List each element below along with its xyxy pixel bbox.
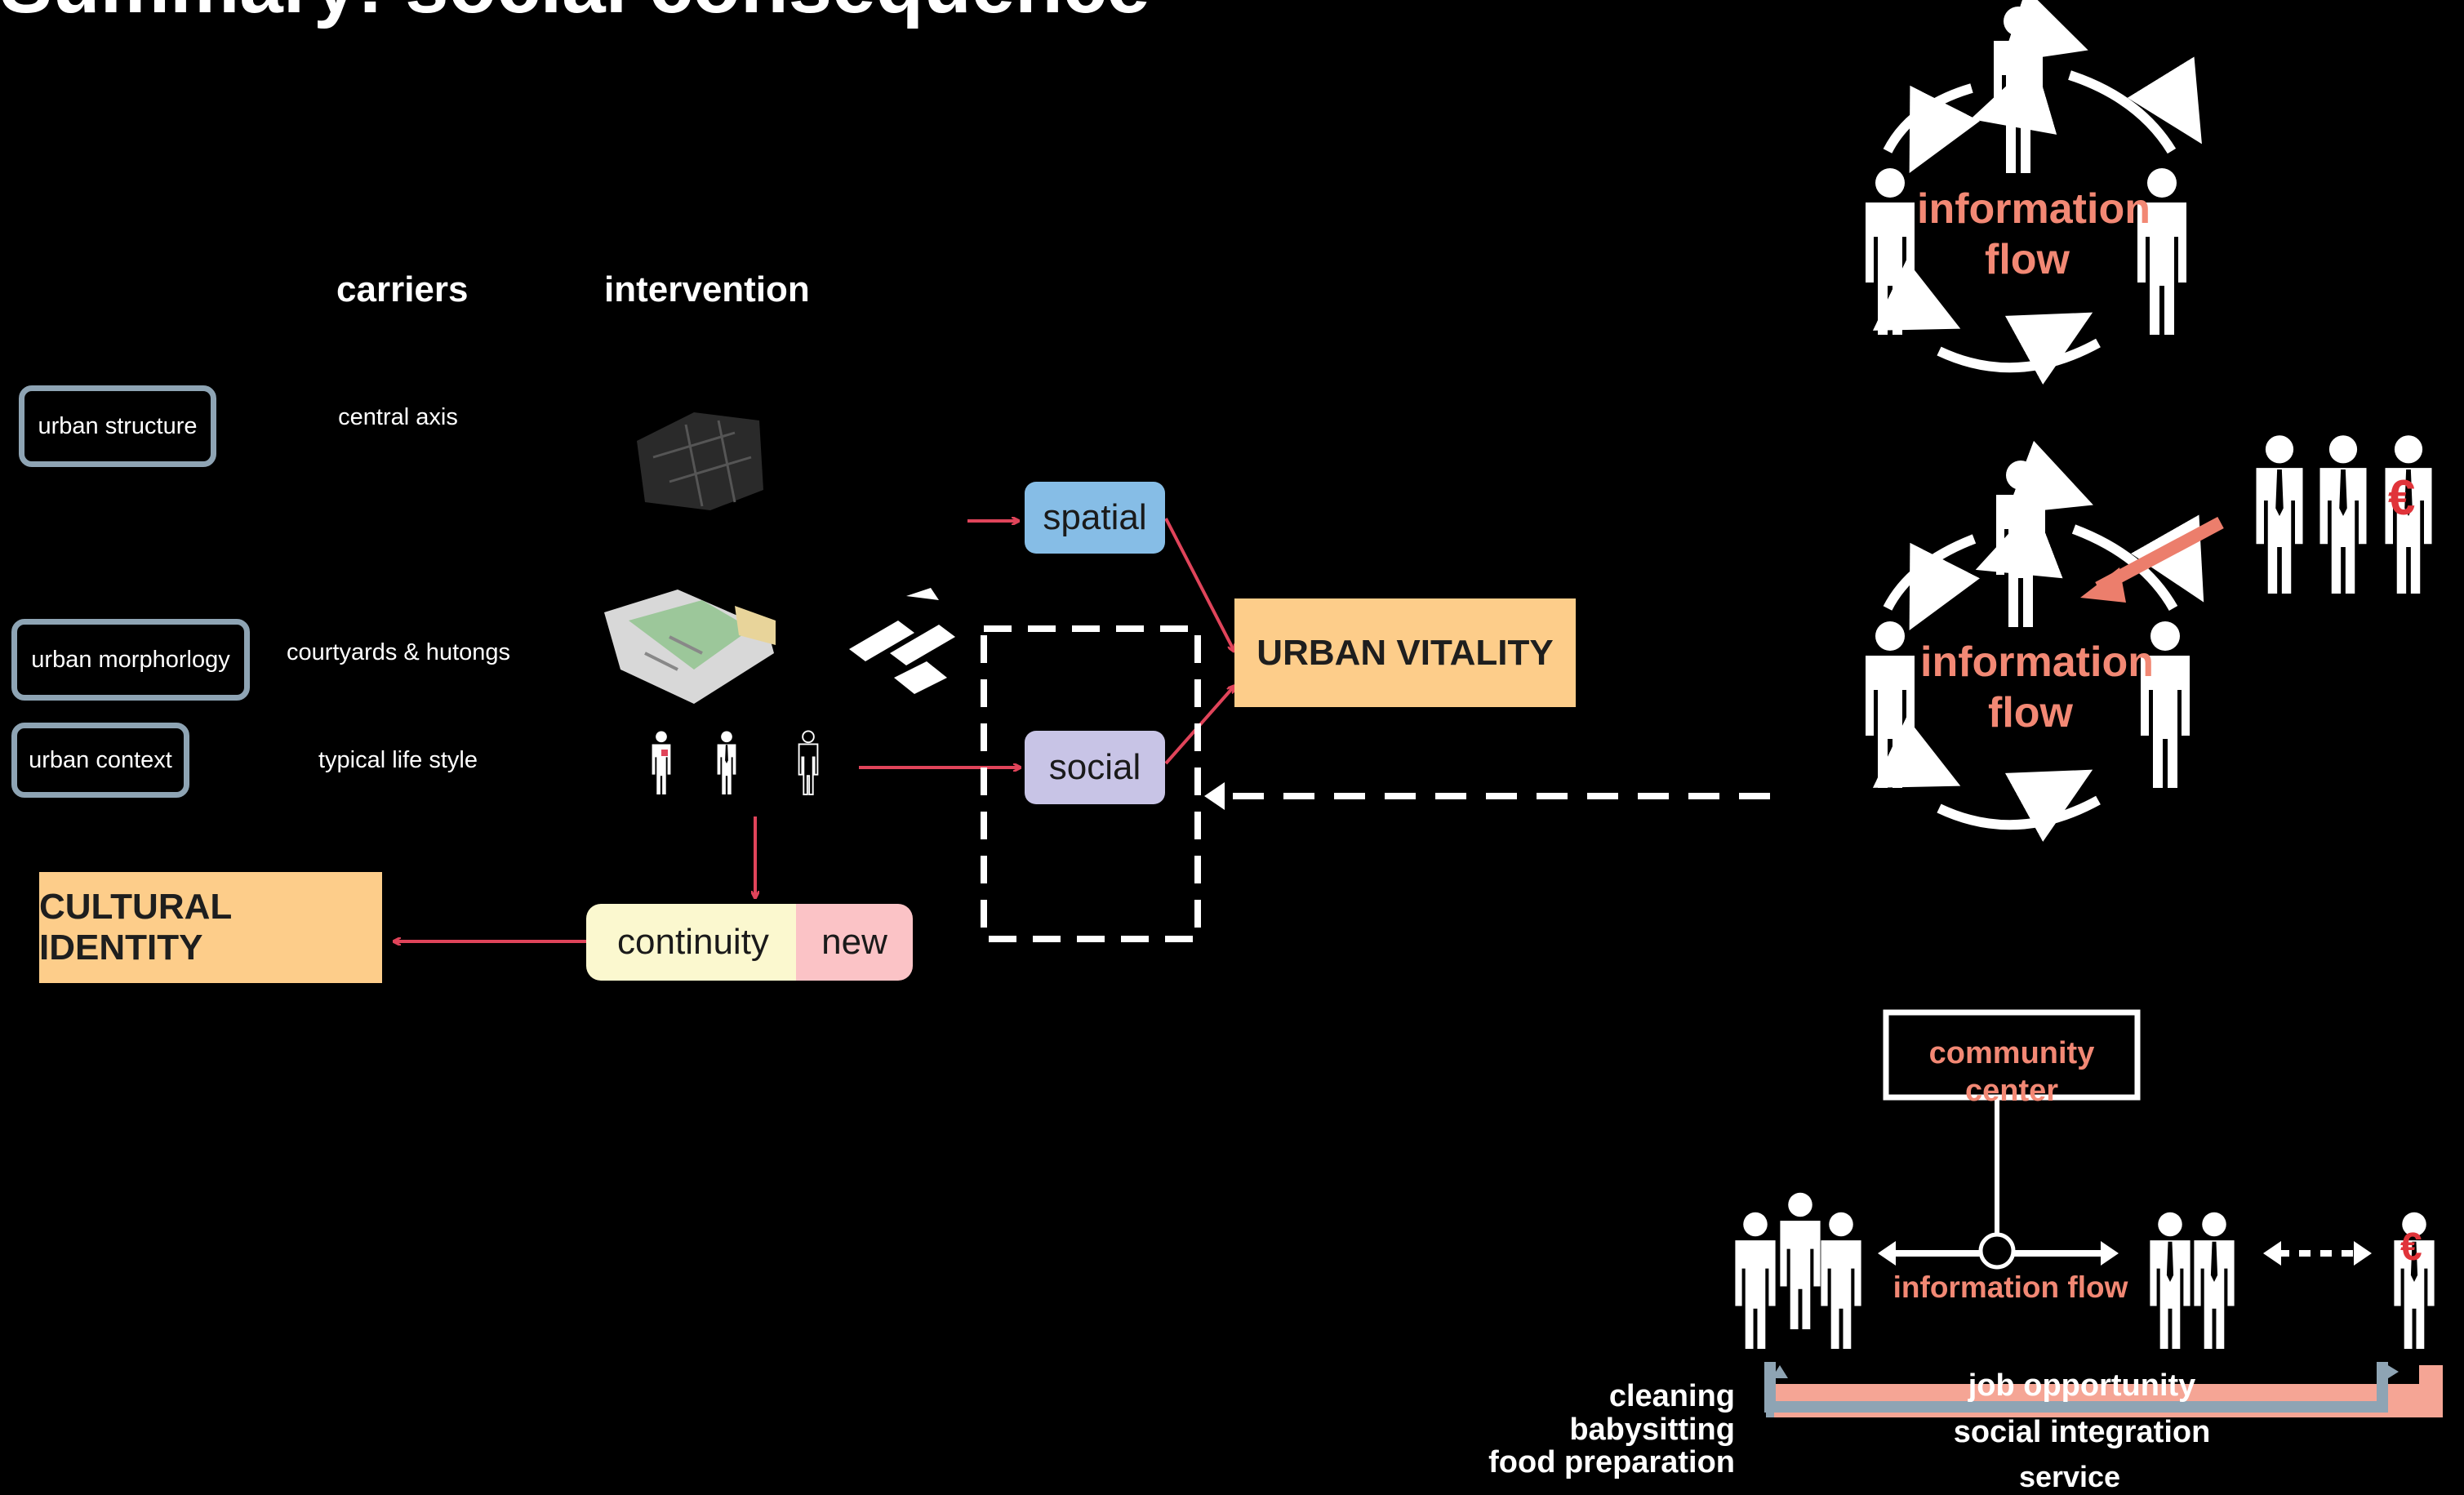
info-flow-group-1 (1866, 0, 2202, 385)
info-flow-group-2 (1866, 435, 2432, 842)
page-title: Summary: social consequence (0, 0, 1150, 31)
dashed-social-frame (981, 625, 1201, 942)
info-flow-line2: flow (1985, 236, 2070, 284)
services-list: cleaning babysitting food preparation (1470, 1380, 1735, 1479)
flow-arrows (394, 518, 1234, 941)
carrier-urban-structure: urban structure (19, 385, 216, 467)
service-item: babysitting (1569, 1412, 1735, 1447)
cultural-identity-box: CULTURAL IDENTITY (39, 872, 382, 983)
carrier-description: central axis (338, 404, 458, 430)
intervention-header: intervention (604, 269, 810, 309)
info-flow-label-2: information flow (1920, 637, 2154, 739)
community-info-flow-label: information flow (1892, 1270, 2128, 1304)
carrier-description: courtyards & hutongs (286, 639, 511, 665)
carriers-header: carriers (336, 269, 469, 309)
job-opportunity-label: job opportunity (1968, 1368, 2196, 1403)
lifestyle-figures (652, 730, 819, 795)
info-flow-line1: information (1917, 185, 2150, 233)
carrier-label: urban morphorlogy (31, 646, 230, 673)
service-item: cleaning (1608, 1379, 1735, 1413)
euro-icon: € (2388, 470, 2416, 525)
continuity-node: continuity (586, 904, 800, 981)
info-flow-line2: flow (1988, 689, 2073, 737)
service-item: food preparation (1488, 1445, 1735, 1480)
carrier-description: typical life style (318, 747, 478, 773)
figure-ground-image (849, 588, 955, 694)
carrier-urban-morphology: urban morphorlogy (11, 619, 250, 701)
urban-vitality-box: URBAN VITALITY (1234, 598, 1576, 707)
info-flow-label-1: information flow (1917, 184, 2150, 286)
carrier-label: urban structure (38, 412, 198, 439)
carrier-urban-context: urban context (11, 723, 189, 798)
new-node: new (796, 904, 913, 981)
euro-icon: € (2400, 1226, 2422, 1269)
service-label: service (2018, 1460, 2121, 1493)
social-integration-label: social integration (1953, 1415, 2211, 1449)
info-flow-line1: information (1920, 638, 2154, 686)
courtyard-model-image (604, 590, 776, 704)
community-center-label: community center (1928, 1036, 2095, 1108)
social-node: social (1025, 731, 1165, 804)
spatial-node: spatial (1025, 482, 1165, 554)
urban-map-image (637, 412, 763, 510)
community-center-group (1735, 1009, 2443, 1417)
carrier-label: urban context (29, 746, 172, 773)
